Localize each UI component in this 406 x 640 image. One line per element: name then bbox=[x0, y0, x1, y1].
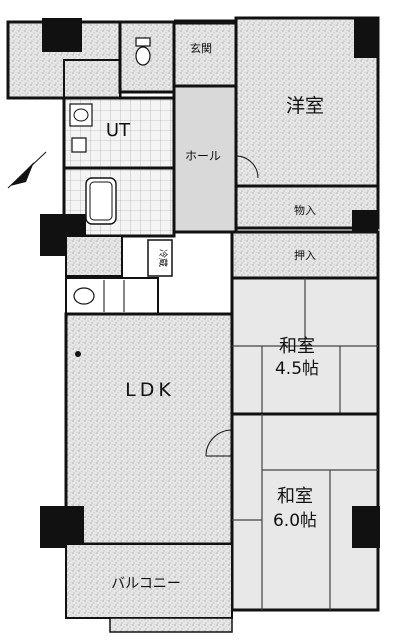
pillar bbox=[354, 18, 378, 58]
storage-mono-label: 物入 bbox=[294, 203, 316, 217]
washitsu-1-size-label: 4.5帖 bbox=[275, 359, 319, 379]
hall-label: ホール bbox=[185, 149, 221, 163]
washitsu-1-name-label: 和室 bbox=[279, 336, 315, 357]
refrigerator-label: 冷蔵 bbox=[157, 249, 169, 267]
balcony-floor bbox=[109, 617, 233, 633]
ldk-area bbox=[64, 312, 234, 546]
ut-label: UT bbox=[106, 120, 131, 141]
genkan-area bbox=[172, 20, 238, 88]
ldk-label: LDK bbox=[125, 379, 175, 401]
pillar bbox=[352, 506, 380, 548]
north-arrow-icon bbox=[7, 151, 47, 189]
balcony-area bbox=[65, 543, 233, 619]
upper-left-block bbox=[6, 18, 176, 100]
kitchen-counter bbox=[65, 277, 159, 315]
oshiire-label: 押入 bbox=[294, 248, 316, 262]
oshiire-area bbox=[230, 230, 380, 280]
washitsu-2-name-label: 和室 bbox=[277, 486, 313, 507]
washitsu-2-size-label: 6.0帖 bbox=[273, 511, 317, 531]
balcony-label: バルコニー bbox=[111, 576, 181, 592]
genkan-label: 玄関 bbox=[190, 41, 212, 55]
storage-cell bbox=[65, 235, 123, 277]
bathtub bbox=[85, 177, 117, 225]
pillar bbox=[40, 506, 84, 548]
refrigerator-space bbox=[147, 239, 173, 277]
western-room-label: 洋室 bbox=[286, 95, 324, 117]
pillar bbox=[42, 18, 82, 52]
washitsu-4-5-area bbox=[230, 276, 380, 416]
